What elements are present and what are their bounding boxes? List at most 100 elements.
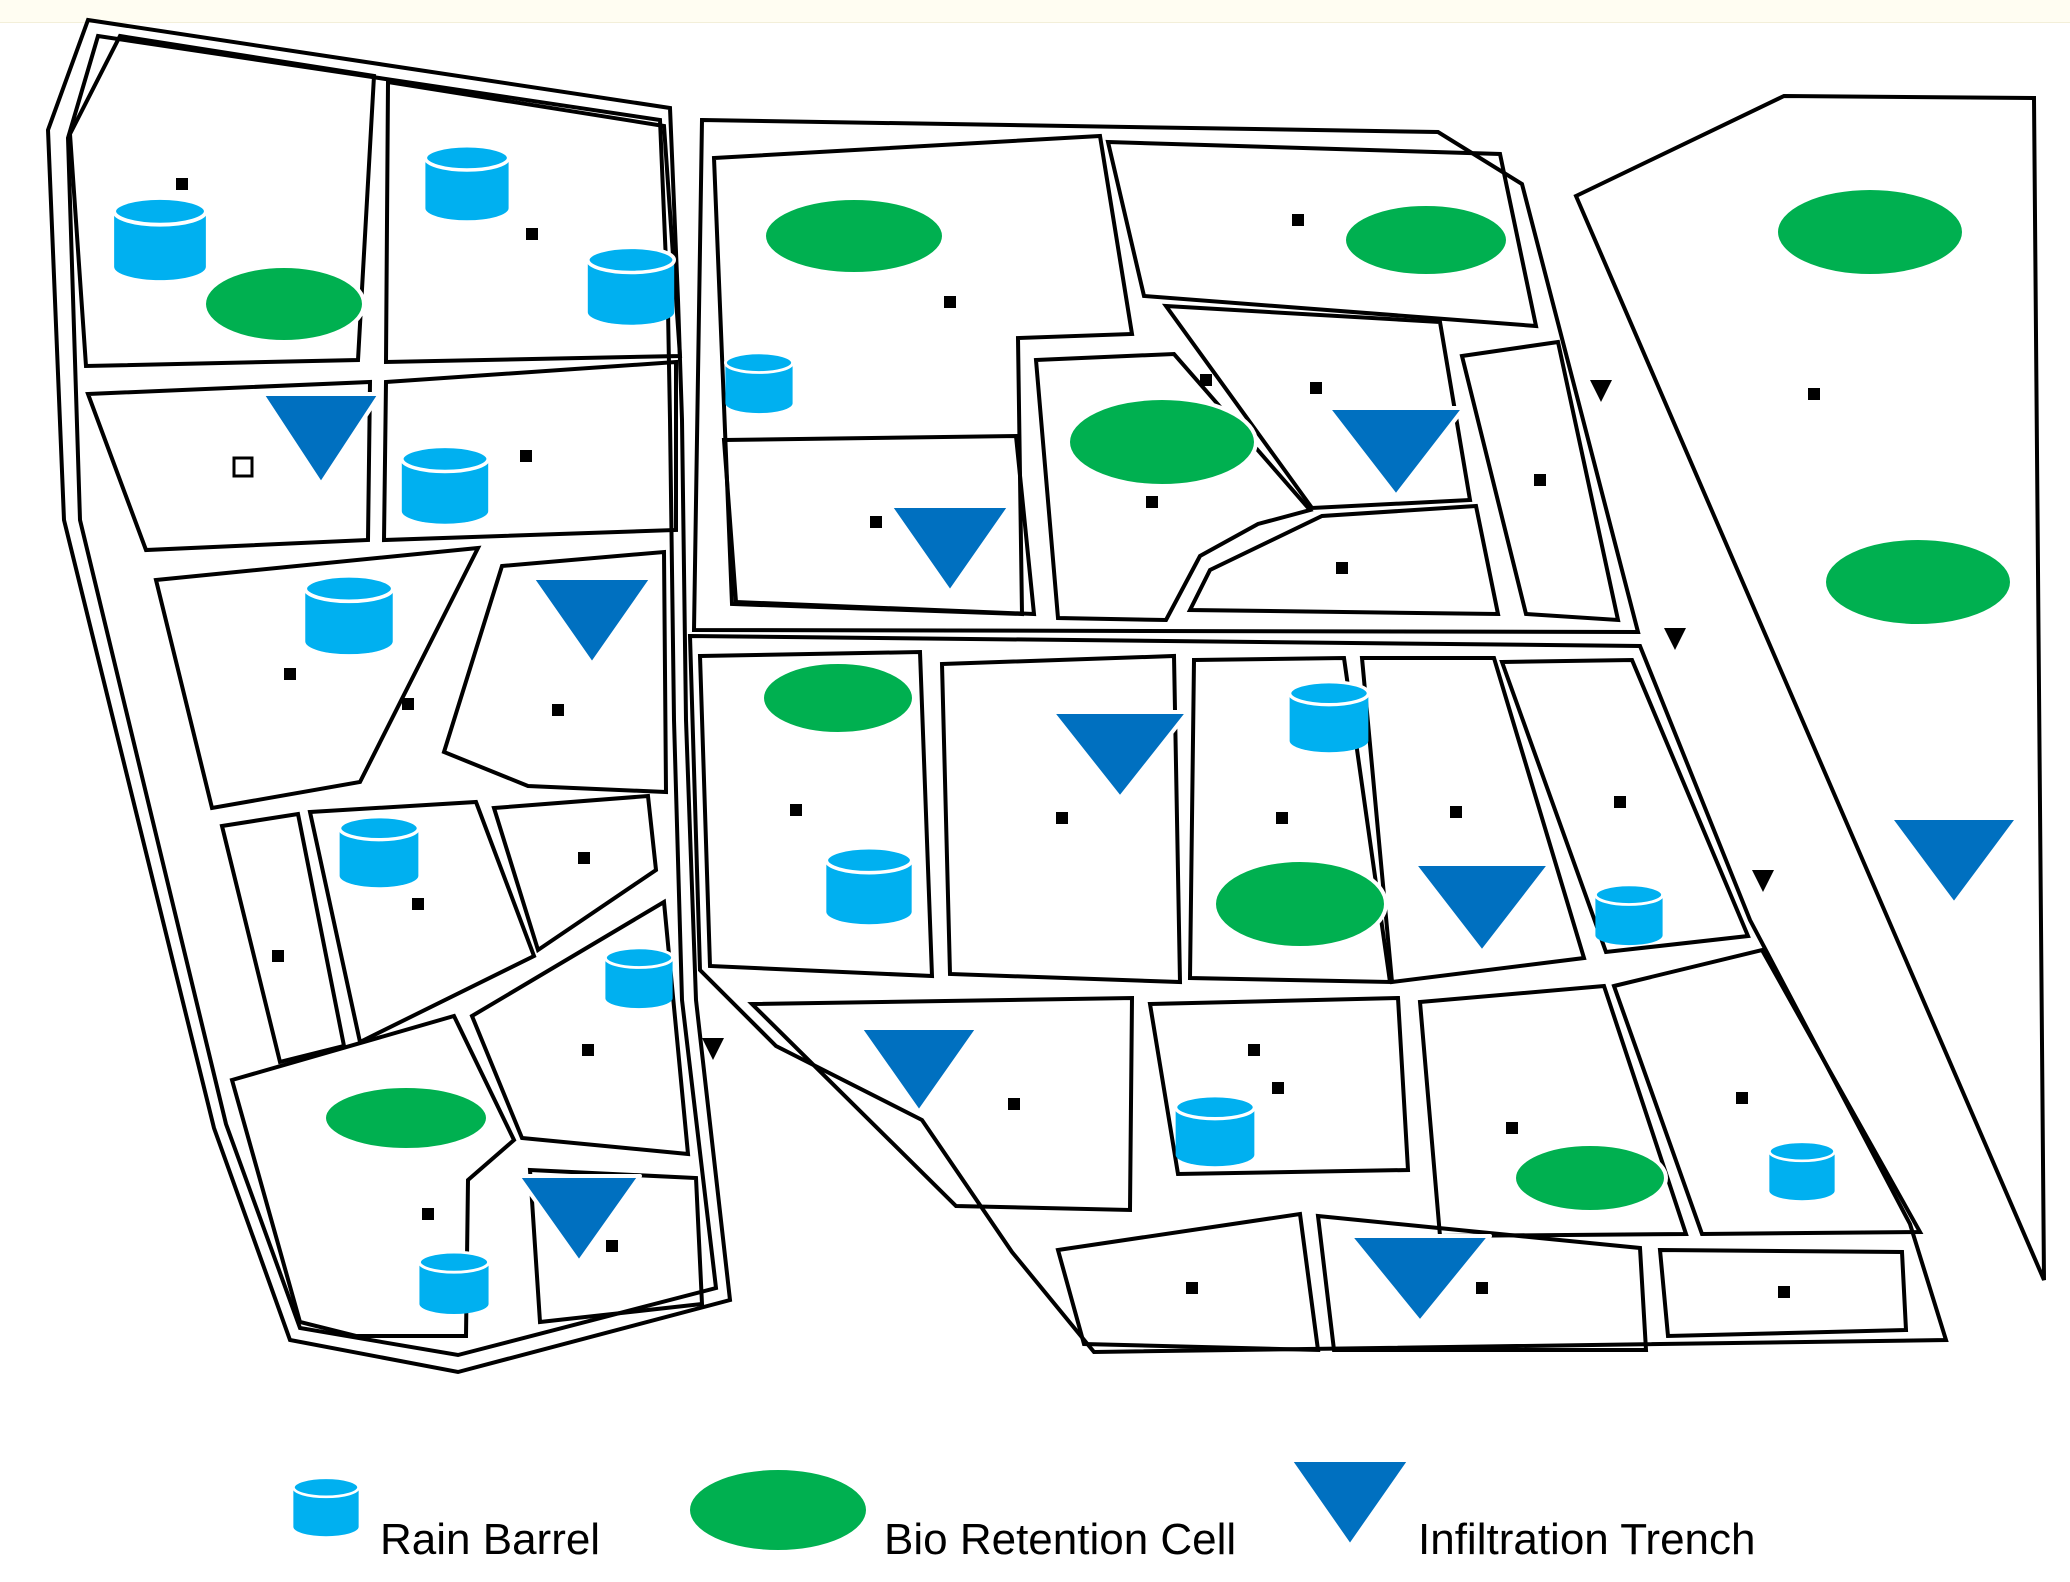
node xyxy=(1186,1282,1198,1294)
small-triangle-icon xyxy=(702,1038,724,1060)
node xyxy=(272,950,284,962)
triangle-down-icon xyxy=(1348,1234,1492,1324)
ellipse-icon xyxy=(322,1084,490,1152)
parcel xyxy=(711,133,1135,617)
ellipse-icon xyxy=(1212,858,1388,950)
triangle-down-icon xyxy=(1050,710,1190,800)
triangle-down-icon xyxy=(1888,816,2020,906)
triangle-down-icon xyxy=(530,576,654,666)
parcel xyxy=(383,79,683,365)
middle-lower-block xyxy=(687,633,1949,1355)
node xyxy=(412,898,424,910)
middle-lower-outer xyxy=(687,633,1949,1355)
cylinder-icon xyxy=(399,444,491,526)
open-node-icon xyxy=(232,456,254,478)
legend-label-infiltration-trench: Infiltration Trench xyxy=(1418,1515,1756,1564)
triangle-down-icon xyxy=(1412,862,1552,954)
small-triangle-icon xyxy=(1664,628,1686,650)
cylinder-icon xyxy=(723,350,795,416)
legend-label-bio-retention-cell: Bio Retention Cell xyxy=(884,1515,1236,1564)
parcel xyxy=(1161,303,1473,511)
cylinder-icon xyxy=(1173,1093,1257,1169)
cylinder-icon xyxy=(291,1475,361,1539)
parcel xyxy=(441,549,669,795)
node xyxy=(582,1044,594,1056)
node xyxy=(520,450,532,462)
parcel xyxy=(721,433,1037,617)
parcel xyxy=(469,898,691,1157)
small-triangle-icon xyxy=(1590,380,1612,402)
node xyxy=(790,804,802,816)
ellipse-icon xyxy=(686,1466,870,1554)
node xyxy=(1506,1122,1518,1134)
cylinder-icon xyxy=(585,245,677,327)
parcel xyxy=(1105,139,1539,329)
ellipse-icon xyxy=(1512,1142,1668,1214)
node xyxy=(1534,474,1546,486)
legend-item-rain-barrel: Rain Barrel xyxy=(291,1475,600,1564)
bio-retention-cells xyxy=(202,186,2014,1214)
node xyxy=(578,852,590,864)
parcel xyxy=(381,359,678,543)
parcel xyxy=(1315,1213,1649,1352)
node xyxy=(1736,1092,1748,1104)
middle-upper-outer xyxy=(691,117,1641,635)
cylinder-icon xyxy=(1767,1139,1837,1203)
triangle-down-icon xyxy=(1326,406,1466,498)
node xyxy=(1450,806,1462,818)
parcel xyxy=(1459,339,1621,623)
parcel xyxy=(153,545,482,811)
parcel xyxy=(697,649,935,979)
triangle-down-icon xyxy=(858,1026,980,1114)
cylinder-icon xyxy=(1593,882,1665,948)
node xyxy=(402,698,414,710)
cylinder-icon xyxy=(423,143,511,223)
legend-label-rain-barrel: Rain Barrel xyxy=(380,1515,600,1564)
parcel xyxy=(1499,657,1751,955)
triangle-down-icon xyxy=(516,1174,642,1264)
node xyxy=(526,228,538,240)
ellipse-icon xyxy=(1822,536,2014,628)
node xyxy=(1276,812,1288,824)
ellipse-icon xyxy=(1342,202,1510,278)
infiltration-trenches xyxy=(260,392,2020,1324)
parcel xyxy=(1186,503,1501,617)
node xyxy=(1248,1044,1260,1056)
node xyxy=(1146,496,1158,508)
parcel xyxy=(1359,656,1587,985)
node xyxy=(1310,382,1322,394)
cylinder-icon xyxy=(417,1250,491,1316)
ellipse-icon xyxy=(1774,186,1966,278)
node xyxy=(606,1240,618,1252)
node xyxy=(1272,1082,1284,1094)
parcel xyxy=(67,33,377,369)
ellipse-icon xyxy=(202,264,366,344)
node xyxy=(1614,796,1626,808)
parcel xyxy=(1417,983,1689,1239)
legend: Rain Barrel Bio Retention Cell Infiltrat… xyxy=(291,1458,1756,1564)
cylinder-icon xyxy=(303,573,395,657)
parcel xyxy=(1611,947,1924,1237)
middle-upper-block xyxy=(691,117,1641,635)
small-triangle-icon xyxy=(1752,870,1774,892)
triangle-down-icon xyxy=(1288,1458,1412,1548)
cylinder-icon xyxy=(112,195,208,283)
right-block xyxy=(1573,93,2046,1281)
node xyxy=(1292,214,1304,226)
node xyxy=(870,516,882,528)
cylinder-icon xyxy=(337,814,421,890)
cylinder-icon xyxy=(1287,679,1371,755)
right-parcel xyxy=(1573,93,2046,1281)
parcel xyxy=(307,799,537,1045)
node xyxy=(1336,562,1348,574)
parcel xyxy=(85,379,373,553)
node xyxy=(1008,1098,1020,1110)
cylinder-icon xyxy=(824,845,914,927)
parcel xyxy=(219,811,347,1065)
node xyxy=(284,668,296,680)
legend-item-bio-retention-cell: Bio Retention Cell xyxy=(686,1466,1236,1564)
node xyxy=(1056,812,1068,824)
parcel xyxy=(939,653,1183,985)
parcel xyxy=(491,793,659,954)
